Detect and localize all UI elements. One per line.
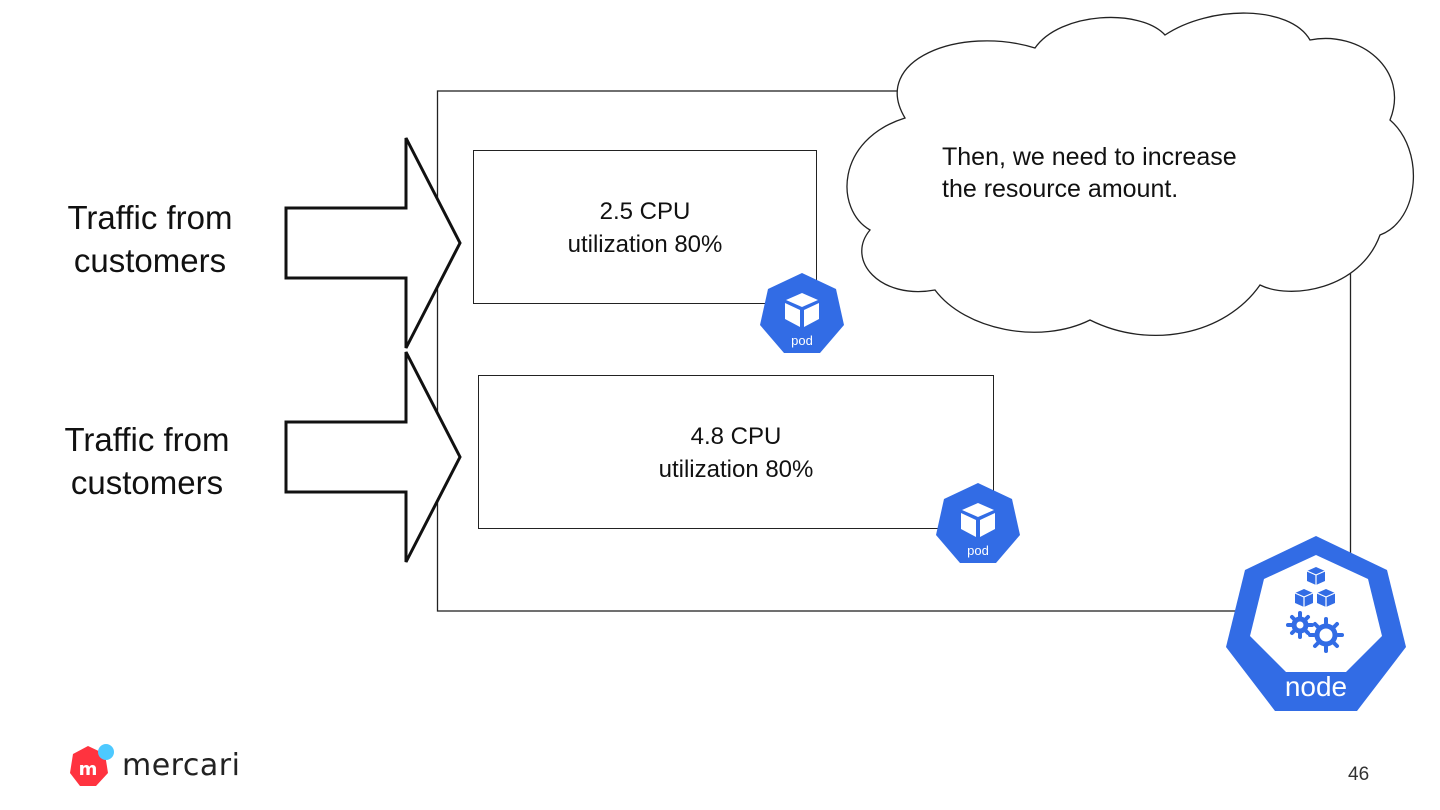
pod-icon-label: pod (967, 543, 989, 558)
pod-cpu: 2.5 CPU (599, 198, 691, 225)
node-icon-label: node (1285, 671, 1347, 702)
traffic-label: Traffic from customers (67, 199, 233, 279)
cloud-callout-text: Then, we need to increase the resource a… (942, 143, 1237, 203)
mercari-logo-icon: m (70, 744, 114, 786)
page-number: 46 (1348, 764, 1370, 785)
thought-cloud (846, 12, 1415, 337)
brand-name: mercari (122, 747, 241, 783)
pod-cpu: 4.8 CPU (690, 423, 782, 450)
pod-icon: pod (760, 273, 844, 353)
pod-box: 2.5 CPU utilization 80% (473, 150, 817, 304)
pod-box: 4.8 CPU utilization 80% (478, 375, 994, 529)
node-icon: node (1226, 536, 1406, 711)
traffic-arrow (284, 351, 462, 563)
mercari-logo: m mercari (68, 742, 240, 788)
traffic-arrow (284, 137, 462, 349)
pod-icon-label: pod (791, 333, 813, 348)
traffic-label: Traffic from customers (64, 421, 230, 501)
mercari-logo-letter: m (79, 759, 98, 780)
pod-icon: pod (936, 483, 1020, 563)
pod-utilization: utilization 80% (658, 456, 814, 483)
pod-utilization: utilization 80% (567, 231, 723, 258)
